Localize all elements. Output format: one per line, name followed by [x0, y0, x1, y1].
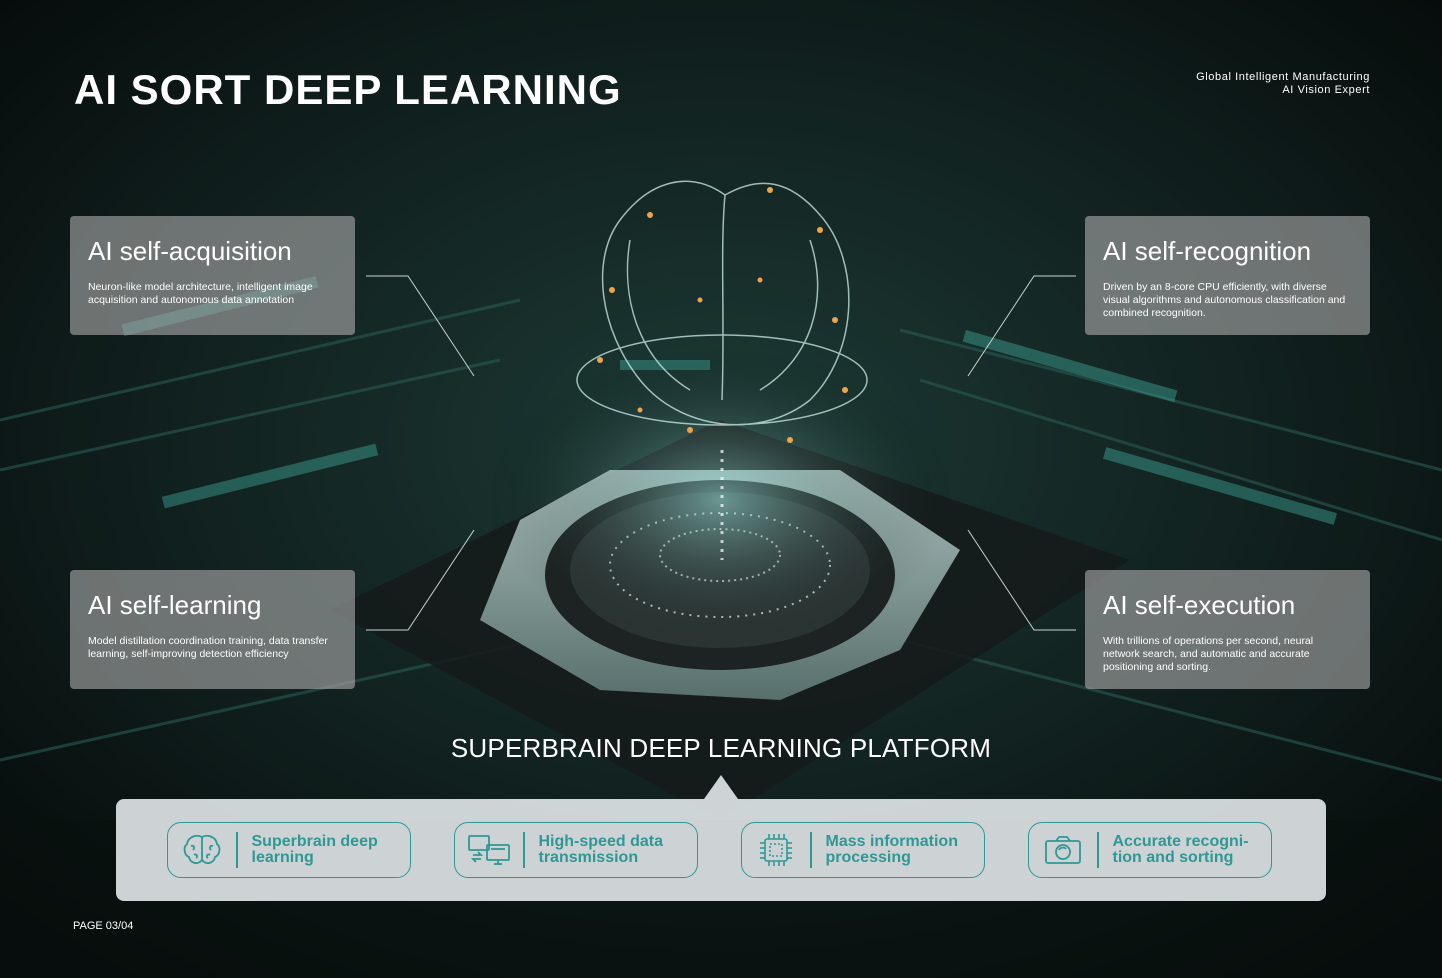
card-title: AI self-learning	[88, 590, 262, 620]
brain-icon	[168, 823, 236, 877]
camera-icon	[1029, 823, 1097, 877]
feature-bar: Superbrain deep learning High-speed data…	[116, 799, 1326, 901]
card-self-execution: AI self-execution With trillions of oper…	[1085, 570, 1370, 689]
separator	[523, 832, 525, 868]
separator	[1097, 832, 1099, 868]
card-self-learning: AI self-learning Model distillation coor…	[70, 570, 355, 689]
chip-icon	[742, 823, 810, 877]
separator	[810, 832, 812, 868]
card-text: With trillions of operations per second,…	[1103, 635, 1314, 673]
card-title: AI self-recognition	[1103, 236, 1312, 266]
feature-label: Mass information processing	[825, 833, 958, 866]
separator	[236, 832, 238, 868]
tagline: Global Intelligent Manufacturing AI Visi…	[1196, 71, 1370, 97]
computer-network-icon	[455, 823, 523, 877]
tagline-line-2: AI Vision Expert	[1282, 84, 1370, 96]
feature-label: Superbrain deep learning	[251, 833, 378, 866]
feature-information-processing: Mass information processing	[741, 822, 985, 878]
bar-pointer	[704, 775, 738, 799]
card-self-recognition: AI self-recognition Driven by an 8-core …	[1085, 216, 1370, 335]
feature-label: Accurate recogni- tion and sorting	[1112, 833, 1249, 866]
card-self-acquisition: AI self-acquisition Neuron-like model ar…	[70, 216, 355, 335]
feature-superbrain: Superbrain deep learning	[167, 822, 411, 878]
card-text: Neuron-like model architecture, intellig…	[88, 281, 313, 306]
feature-label: High-speed data transmission	[538, 833, 663, 866]
feature-recognition-sorting: Accurate recogni- tion and sorting	[1028, 822, 1272, 878]
page-number: PAGE 03/04	[73, 920, 134, 932]
card-title: AI self-acquisition	[88, 236, 292, 266]
platform-title: SUPERBRAIN DEEP LEARNING PLATFORM	[450, 733, 992, 763]
card-text: Model distillation coordination training…	[88, 635, 328, 660]
feature-data-transmission: High-speed data transmission	[454, 822, 698, 878]
card-title: AI self-execution	[1103, 590, 1296, 620]
tagline-line-1: Global Intelligent Manufacturing	[1196, 71, 1370, 83]
card-text: Driven by an 8-core CPU efficiently, wit…	[1103, 281, 1346, 319]
page-title: AI SORT DEEP LEARNING	[74, 66, 622, 113]
